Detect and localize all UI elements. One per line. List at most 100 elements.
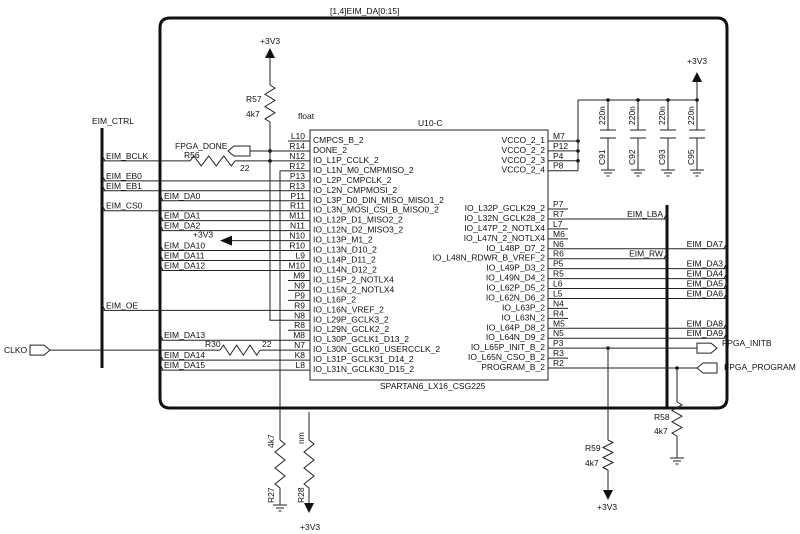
cap-value: 220n [597, 106, 607, 125]
pin-number: N10 [289, 231, 305, 241]
pin-name: DONE_2 [313, 145, 347, 155]
pin-name: IO_L2P_CMPCLK_2 [313, 175, 392, 185]
clko-port: CLKO [4, 345, 28, 355]
r58-ref: R58 [654, 412, 670, 422]
net-label: EIM_DA8 [687, 318, 724, 328]
eim-ctrl-label: EIM_CTRL [92, 116, 134, 126]
resistor-symbol [264, 84, 276, 123]
fpga-initb-port: FPGA_INITB [722, 338, 772, 348]
fpga-program-port: FPGA_PROGRAM [724, 362, 796, 372]
bus-entry [723, 282, 728, 289]
bus-entry [101, 204, 106, 211]
net-label: EIM_DA12 [164, 260, 205, 270]
pin-name: IO_L63N_2 [502, 312, 546, 322]
pin-name: IO_L32N_GCLK28_2 [464, 213, 545, 223]
pin-number: M10 [288, 260, 305, 270]
net-label: EIM_OE [106, 300, 138, 310]
net-label: EIM_DA11 [164, 251, 205, 261]
power-label: +3V3 [300, 522, 320, 532]
junction-dot [268, 159, 272, 163]
pin-name: IO_L14P_D11_2 [313, 255, 376, 265]
cap-ref: C95 [686, 149, 696, 165]
net-label: EIM_DA14 [164, 350, 205, 360]
resistor-symbol [189, 155, 236, 167]
net-label: EIM_DA3 [687, 259, 724, 269]
pin-number: M8 [293, 330, 305, 340]
bus-entry [723, 322, 728, 329]
net-label: EIM_RW [629, 249, 663, 259]
r57-value: 4k7 [246, 109, 260, 119]
net-label: EIM_DA13 [164, 330, 205, 340]
pin-number: P4 [553, 151, 564, 161]
power-arrow-icon [692, 72, 702, 82]
pin-number: R12 [289, 161, 305, 171]
chip-part: SPARTAN6_LX16_CSG225 [380, 381, 486, 391]
pin-name: IO_L65N_CSO_B_2 [468, 352, 545, 362]
bus-entry [101, 174, 106, 182]
pin-name: IO_L49P_D3_2 [486, 263, 545, 273]
bus-entry [723, 331, 728, 339]
pin-name: IO_L48N_RDWR_B_VREF_2 [433, 253, 546, 263]
pin-name: IO_L2N_CMPMOSI_2 [313, 185, 397, 195]
pin-number: P8 [553, 161, 564, 171]
bus-entry [159, 264, 164, 271]
bus-entry [101, 154, 106, 162]
fpga-done-port: FPGA_DONE [175, 141, 228, 151]
r59-value: 4k7 [585, 458, 599, 468]
bus-entry [159, 254, 164, 261]
pin-number: R2 [553, 358, 564, 368]
pin-name: IO_L29P_GCLK3_2 [313, 314, 389, 324]
pin-number: M7 [553, 131, 565, 141]
pin-number: P3 [553, 338, 564, 348]
pin-name: IO_L30N_GCLK0_USERCCLK_2 [313, 344, 440, 354]
bus-entry [159, 194, 164, 201]
bus-entry [159, 363, 164, 371]
pin-number: R11 [290, 201, 305, 211]
r28-value: nm [296, 432, 306, 444]
pin-name: IO_L47N_2_NOTLX4 [464, 233, 546, 243]
pin-number: N4 [553, 298, 564, 308]
r59-ref: R59 [585, 443, 601, 453]
pin-name: IO_L3N_MOSI_CSI_B_MISO0_2 [313, 205, 439, 215]
r56-ref: R56 [184, 150, 200, 160]
net-label: EIM_DA9 [687, 328, 724, 338]
pin-number: K8 [295, 350, 306, 360]
net-label: EIM_CS0 [106, 201, 143, 211]
pin-name: IO_L16P_2 [313, 294, 356, 304]
float-note: float [298, 111, 315, 121]
pin-number: R3 [553, 348, 564, 358]
pin-name: IO_L13N_D10_2 [313, 245, 377, 255]
cap-value: 220n [627, 106, 637, 125]
pin-name: IO_L65P_INIT_B_2 [471, 342, 545, 352]
fpga-program-port-icon [696, 362, 718, 374]
pin-name: IO_L32P_GCLK29_2 [465, 203, 546, 213]
pin-number: R10 [289, 241, 305, 251]
clko-port-icon [29, 344, 51, 356]
bus-entry [663, 252, 668, 259]
pin-name: IO_L31P_GCLK31_D14_2 [313, 354, 414, 364]
r58-value: 4k7 [654, 426, 668, 436]
fpga-done-port-icon [227, 145, 251, 157]
chip-body [309, 129, 549, 381]
bus-entry [159, 224, 164, 231]
resistor-symbol [274, 439, 286, 489]
power-label: +3V3 [597, 502, 617, 512]
net-label: EIM_DA6 [687, 288, 724, 298]
pin-number: N5 [553, 328, 564, 338]
net-label: EIM_DA4 [687, 269, 724, 279]
pin-number: R8 [294, 320, 305, 330]
pin-name: CMPCS_B_2 [313, 135, 364, 145]
pin-name: VCCO_2_4 [502, 165, 546, 175]
pin-number: L7 [553, 219, 563, 229]
pin-name: IO_L3P_D0_DIN_MISO_MISO1_2 [313, 195, 444, 205]
pin-number: L8 [296, 360, 306, 370]
pin-name: VCCO_2_1 [502, 135, 546, 145]
pin-number: N11 [290, 221, 305, 231]
r30-value: 22 [262, 339, 272, 349]
net-label: EIM_DA7 [687, 239, 724, 249]
pin-number: R4 [553, 308, 564, 318]
eim-da-bus [158, 16, 729, 410]
pin-number: M5 [553, 318, 565, 328]
r57-ref: R57 [246, 94, 262, 104]
pin-number: R9 [294, 300, 305, 310]
